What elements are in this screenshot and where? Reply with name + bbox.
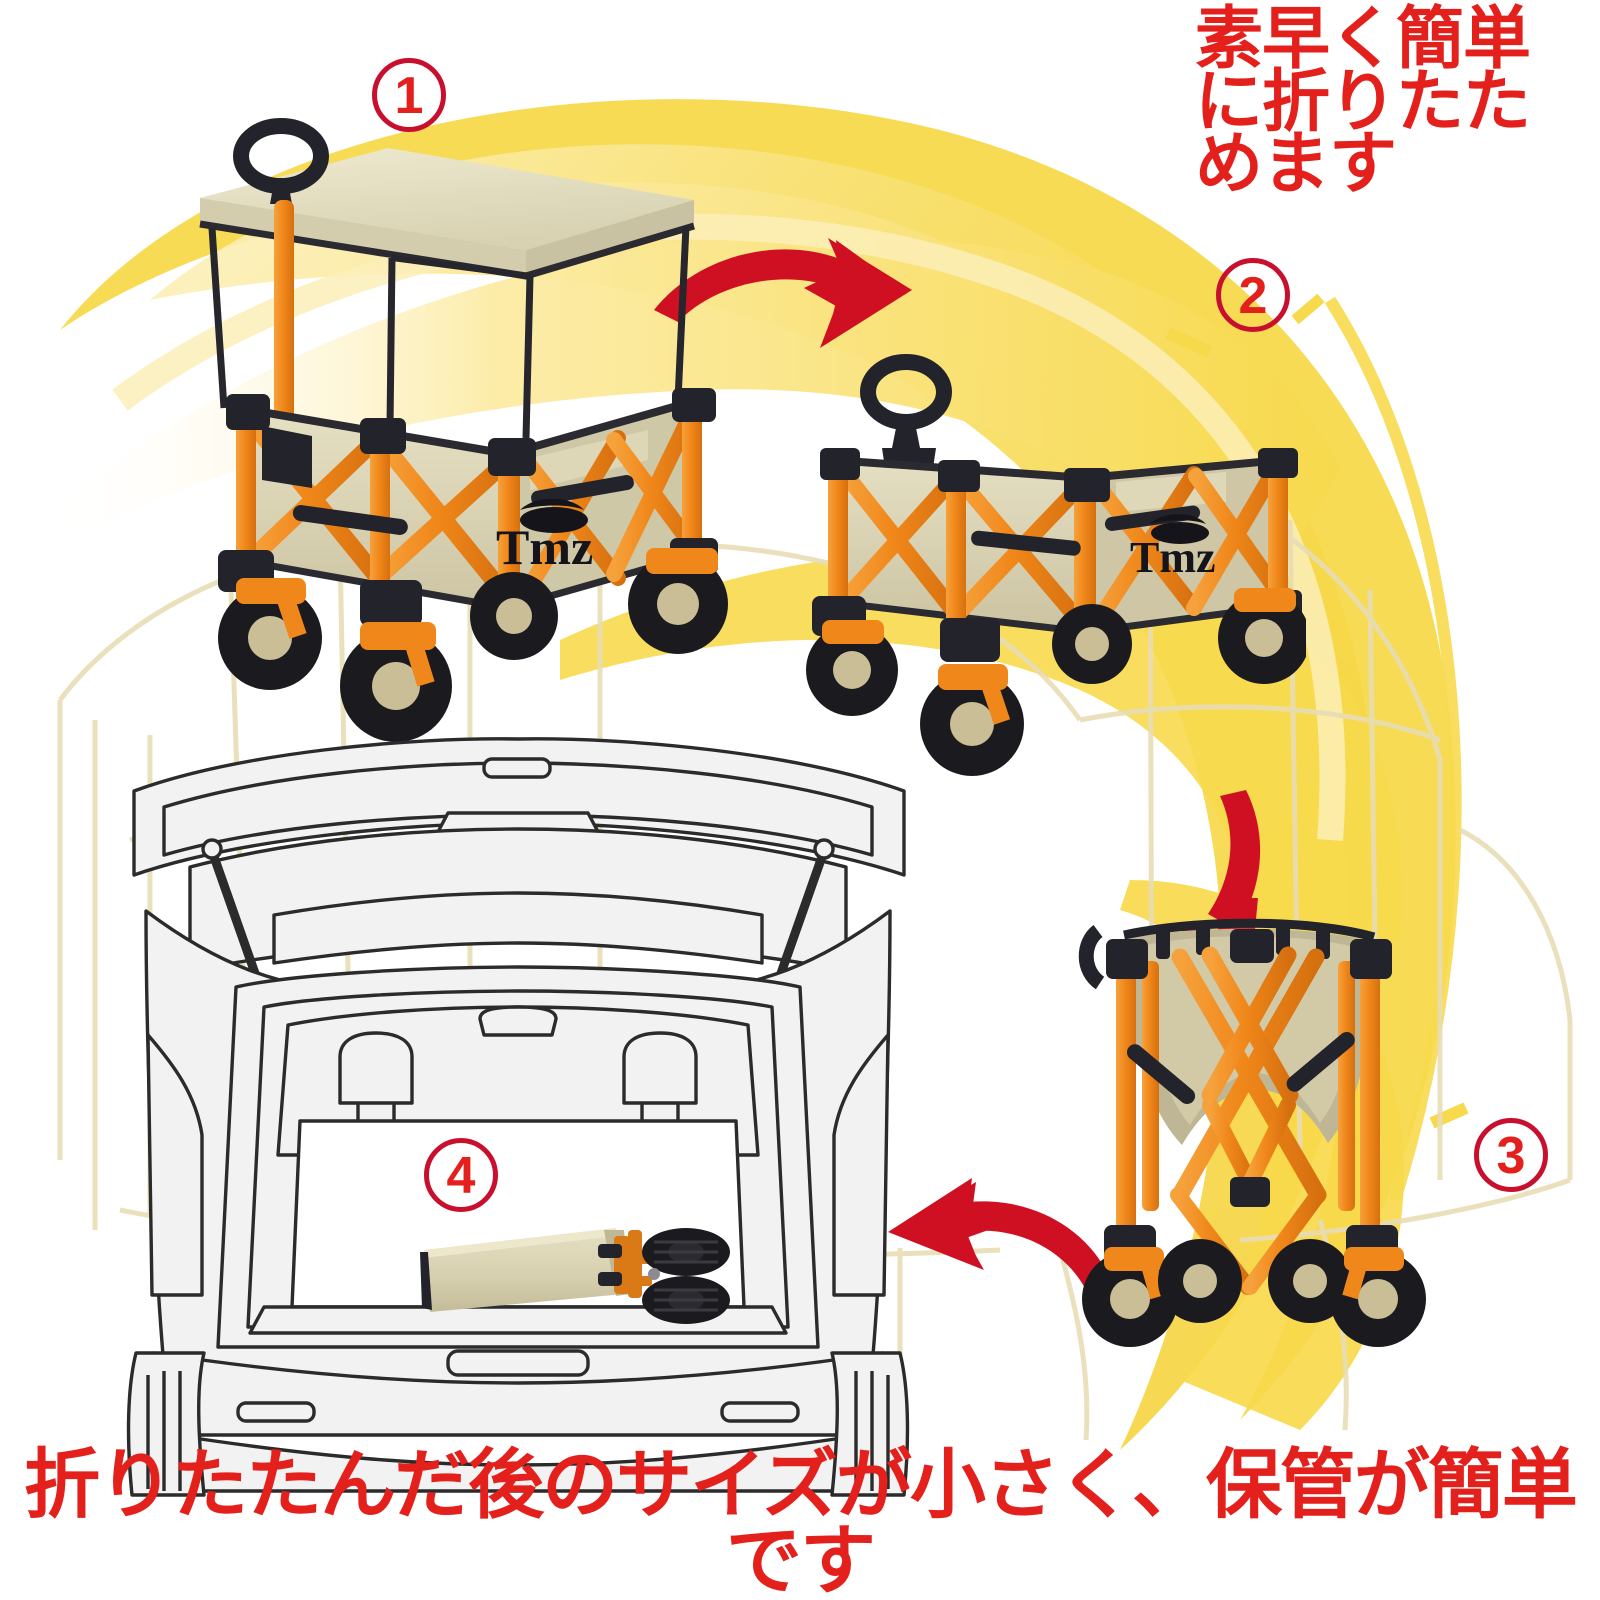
svg-text:Tmz: Tmz [1130, 533, 1216, 582]
step-badge-1: 1 [372, 58, 446, 132]
step-badge-4: 4 [424, 1138, 498, 1212]
product-photo-step-2: Tmz [786, 352, 1310, 802]
product-photo-step-4 [418, 1216, 748, 1336]
headline-text: 素早く簡単に折りたためます [1195, 1, 1531, 203]
bottom-banner-text: 折りたたんだ後のサイズが小さく、保管が簡単です [0, 1448, 1600, 1600]
step-badge-2: 2 [1216, 258, 1290, 332]
suv-rear-line-drawing [126, 737, 910, 1497]
step-badge-3: 3 [1474, 1118, 1548, 1192]
bottom-banner-label: 折りたたんだ後のサイズが小さく、保管が簡単です [24, 1443, 1578, 1600]
arrow-step-3-to-4 [888, 1178, 1112, 1294]
product-photo-step-3 [1060, 895, 1440, 1355]
product-photo-step-1: Tmz [178, 108, 758, 748]
arrow-step-1-to-2 [654, 238, 912, 348]
svg-text:Tmz: Tmz [496, 519, 593, 575]
